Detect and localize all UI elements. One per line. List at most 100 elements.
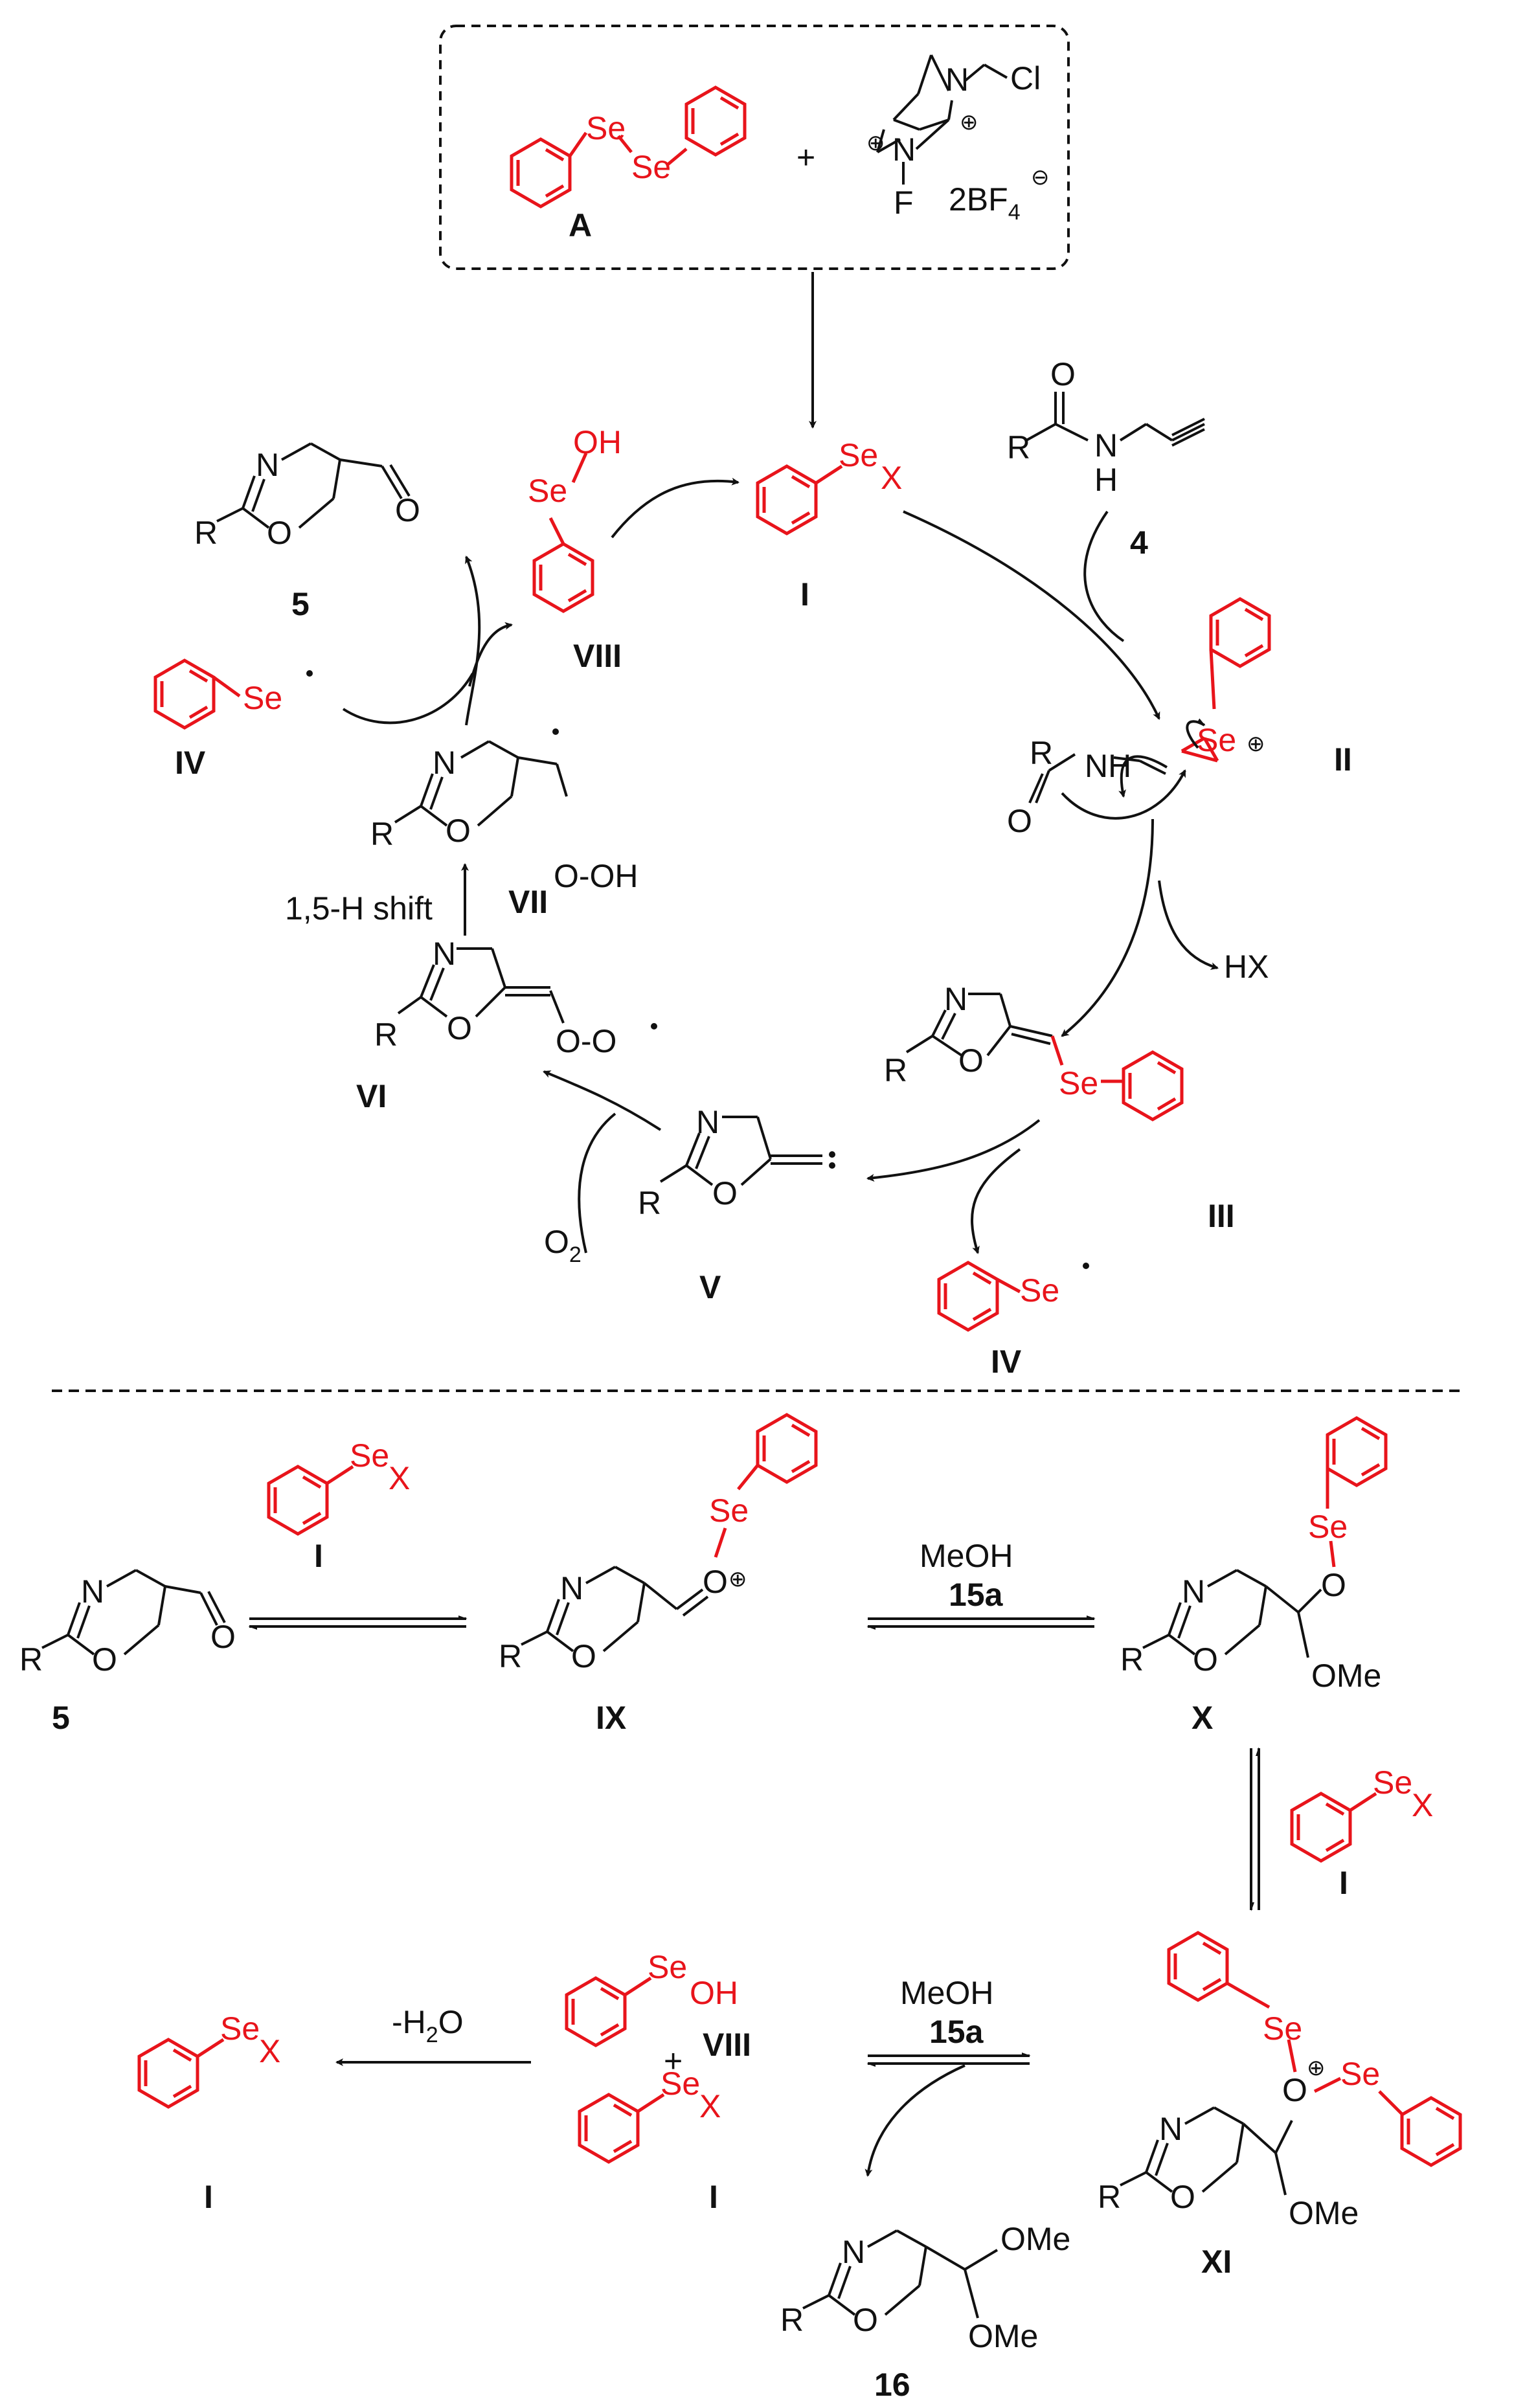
species-I-structure	[756, 464, 843, 535]
oxygen-reagent-o: O	[544, 1224, 569, 1260]
lower-5-o-ald: O	[210, 1619, 236, 1655]
species-VI-r: R	[374, 1017, 398, 1053]
arrow-III-to-IV	[971, 1148, 1021, 1254]
selectfluor-n-top: N	[945, 62, 969, 98]
species-I-se: Se	[839, 437, 878, 473]
species-VII-r: R	[370, 816, 394, 852]
product-16-structure	[802, 2229, 999, 2319]
arrow-VIII-to-I	[611, 477, 740, 539]
species-IX-label: IX	[596, 1700, 626, 1736]
reagent-I-2-label: I	[1339, 1865, 1348, 1901]
label-A: A	[569, 207, 592, 243]
carbene-dot-2	[829, 1162, 835, 1169]
arrow-III-to-V	[866, 1119, 1041, 1182]
counterion-text: 2BF	[949, 181, 1008, 218]
species-XI-r: R	[1098, 2179, 1121, 2215]
species-VI-label: VI	[356, 1078, 387, 1114]
reagent-I-3-x: X	[699, 2088, 721, 2124]
reagent-I-3-label: I	[709, 2179, 718, 2215]
species-XI-se-1: Se	[1263, 2010, 1302, 2047]
species-I-x: X	[881, 460, 902, 496]
species-X-r: R	[1120, 1641, 1144, 1678]
species-X-n: N	[1182, 1573, 1205, 1610]
species-VIII-label: VIII	[573, 638, 622, 674]
product-5-o-ring: O	[267, 515, 292, 551]
reagent-I-2-structure	[1290, 1792, 1377, 1863]
reagent-I-1-structure	[267, 1465, 354, 1536]
species-V-o: O	[712, 1175, 738, 1211]
lower-plus: +	[664, 2043, 683, 2079]
shift-label: 1,5-H shift	[285, 890, 433, 927]
regenerated-I-label: I	[204, 2179, 213, 2215]
species-VI-n: N	[433, 936, 456, 972]
species-II-charge: ⊕	[1247, 732, 1265, 756]
equilibrium-arrow-2	[866, 1615, 1096, 1630]
species-XI-ome: OMe	[1289, 2195, 1359, 2231]
regenerated-I-x: X	[259, 2033, 280, 2069]
arrow-IV-joins	[342, 673, 474, 725]
arrow-hx-loss	[1158, 880, 1219, 970]
product-16-r: R	[780, 2302, 804, 2338]
charge-plus-1: ⊕	[960, 110, 978, 135]
reagent-I-3-structure	[578, 2093, 665, 2164]
arrow-I-to-II	[903, 510, 1160, 720]
product-16-o: O	[853, 2302, 878, 2338]
species-II-nh: NH	[1085, 748, 1131, 784]
species-VI-oo: O-O	[556, 1023, 616, 1059]
diphenyl-diselenide-structure	[510, 85, 747, 208]
counterion-subscript: 4	[1008, 200, 1021, 225]
arrow-V-to-VI	[543, 1070, 662, 1131]
species-VI-structure	[397, 947, 565, 1024]
species-VII-n: N	[433, 745, 456, 781]
species-III-se: Se	[1059, 1065, 1098, 1101]
species-X-o: O	[1193, 1641, 1218, 1678]
water-loss-o: O	[438, 2004, 464, 2040]
species-II-o: O	[1007, 803, 1032, 839]
lower-VIII-oh: OH	[690, 1975, 738, 2011]
species-X-ome: OMe	[1311, 1658, 1381, 1694]
species-I-label: I	[800, 576, 809, 613]
species-IV-left-se: Se	[243, 680, 282, 716]
reagent-15a-label-2: 15a	[929, 2014, 984, 2050]
species-IV-bottom-label: IV	[991, 1344, 1022, 1380]
species-IX-n: N	[560, 1570, 583, 1606]
product-5-r: R	[194, 515, 218, 551]
substrate-4-label: 4	[1130, 524, 1148, 561]
lower-VIII-label: VIII	[703, 2027, 751, 2063]
lower-5-o-ring: O	[92, 1641, 117, 1678]
reagent-I-1-se: Se	[350, 1437, 389, 1474]
species-IX-o-plus: O	[703, 1564, 728, 1600]
product-16-n: N	[842, 2234, 865, 2270]
lower-5-r: R	[19, 1641, 43, 1678]
reagent-15a-label-1: 15a	[949, 1577, 1004, 1613]
water-loss-subscript: 2	[426, 2023, 438, 2047]
species-II-label: II	[1334, 741, 1352, 778]
substrate-4-o: O	[1050, 356, 1076, 392]
species-III-o: O	[958, 1042, 984, 1079]
species-II-r: R	[1030, 735, 1053, 771]
species-XI-se-2: Se	[1340, 2056, 1380, 2092]
species-V-label: V	[699, 1269, 721, 1305]
radical-dot-IV-left	[306, 670, 313, 677]
lower-VIII-se: Se	[648, 1949, 687, 1985]
regenerated-I-se: Se	[220, 2010, 260, 2047]
species-VIII-se: Se	[528, 473, 567, 509]
species-III-label: III	[1208, 1198, 1235, 1234]
equilibrium-arrow-4	[866, 2053, 1031, 2067]
species-IV-left-structure	[153, 658, 241, 730]
product-5-label: 5	[291, 586, 310, 622]
species-IV-bottom-se: Se	[1020, 1272, 1059, 1309]
species-XI-label: XI	[1201, 2244, 1232, 2280]
species-III-r: R	[884, 1052, 907, 1088]
reagent-I-1-label: I	[314, 1538, 323, 1574]
species-VII-o: O	[446, 813, 471, 849]
species-II-structure	[1028, 597, 1271, 820]
plus-sign: +	[796, 139, 815, 175]
selectfluor-n-bottom: N	[892, 131, 916, 168]
species-XI-o: O	[1170, 2179, 1195, 2215]
species-X-label: X	[1192, 1700, 1213, 1736]
substrate-4-structure	[1026, 392, 1205, 447]
species-VII-ooh: O-OH	[554, 858, 638, 894]
species-X-structure	[1142, 1416, 1388, 1658]
product-5-o-ald: O	[395, 492, 420, 528]
